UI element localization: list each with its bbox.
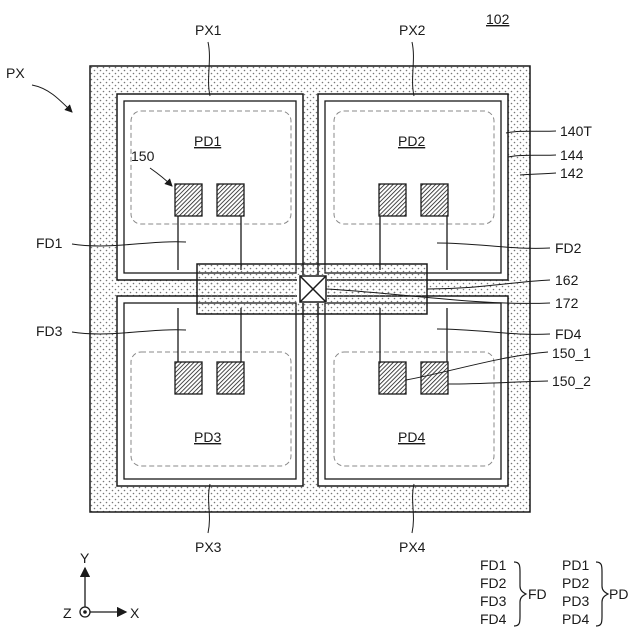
gate-150-label: 150 [131,148,155,164]
pd3-label: PD3 [194,429,221,445]
pixel-px4 [318,296,508,486]
pd2-label: PD2 [398,133,425,149]
fd1-label-left: FD1 [36,235,63,251]
gate-150-2-label: 150_2 [552,373,591,389]
layer-142-label: 142 [560,165,584,181]
px1-label: PX1 [195,22,222,38]
fd3-label-left: FD3 [36,323,63,339]
legend-pd-group: PD [609,586,628,602]
legend-pd4: PD4 [562,611,589,627]
gate-150-1-label: 150_1 [552,345,591,361]
pd4-label: PD4 [398,429,425,445]
axis-x-label: X [130,605,140,621]
contact-172-label: 172 [555,295,579,311]
legend-fd3: FD3 [480,593,507,609]
px-array-arrow [32,85,72,112]
axis-z-label: Z [63,605,72,621]
legend-pd2: PD2 [562,575,589,591]
region-162-label: 162 [555,272,579,288]
pixel-px3 [117,296,303,486]
legend-fd4: FD4 [480,611,507,627]
contact-172 [300,276,326,302]
pixel-px1 [117,94,303,280]
legend-fd1: FD1 [480,557,507,573]
axis-y-label: Y [80,550,90,566]
px2-label: PX2 [399,22,426,38]
layer-140t-label: 140T [560,123,592,139]
legend-fd-group: FD [528,586,547,602]
pixel-px2 [318,94,508,280]
px3-label: PX3 [195,539,222,555]
figure-ref-label: 102 [486,11,510,27]
legend: FD1 FD2 FD3 FD4 FD PD1 PD2 PD3 PD4 PD [480,557,628,627]
px4-label: PX4 [399,539,426,555]
px-array-label: PX [6,65,25,81]
fd4-label-right: FD4 [555,326,582,342]
fd2-label-right: FD2 [555,240,582,256]
legend-fd2: FD2 [480,575,507,591]
axis-indicator [80,568,126,617]
pd1-label: PD1 [194,133,221,149]
layer-144-label: 144 [560,147,584,163]
legend-pd3: PD3 [562,593,589,609]
legend-pd1: PD1 [562,557,589,573]
